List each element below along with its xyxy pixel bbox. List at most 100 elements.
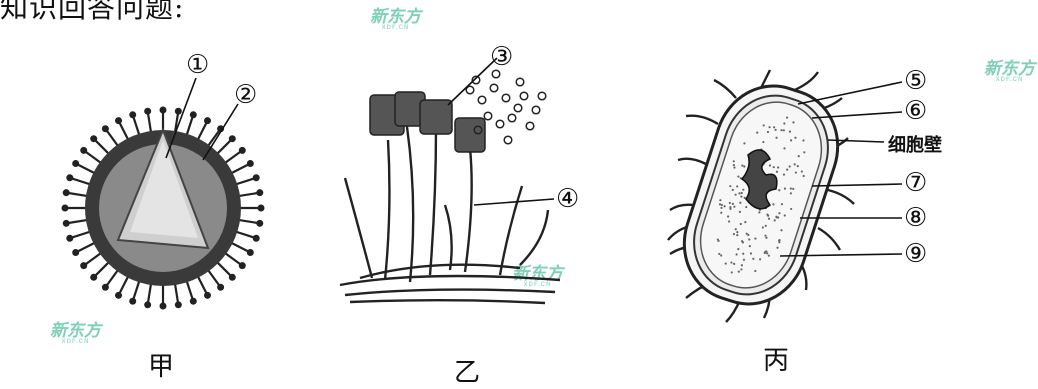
granule <box>748 238 750 240</box>
granule <box>763 124 765 126</box>
granule <box>725 262 727 264</box>
virus-spike-knob <box>144 301 151 308</box>
granule <box>740 195 742 197</box>
granule <box>778 239 780 241</box>
granule <box>729 208 731 210</box>
marker-8: ⑧ <box>904 205 927 231</box>
granule <box>720 212 722 214</box>
spore <box>516 78 524 86</box>
granule <box>784 188 786 190</box>
granule <box>739 211 741 213</box>
granule <box>764 235 766 237</box>
leader-line-5 <box>798 82 902 104</box>
granule <box>778 212 780 214</box>
granule <box>783 173 785 175</box>
granule <box>742 253 744 255</box>
virus-spike-knob <box>258 205 265 212</box>
granule <box>795 171 797 173</box>
virus-spike-knob <box>129 298 136 305</box>
virus-spike-knob <box>72 249 79 256</box>
granule <box>720 207 722 209</box>
virus-spike-knob <box>66 174 73 181</box>
marker-5: ⑤ <box>904 68 927 94</box>
flagellum <box>818 228 840 250</box>
granule <box>719 199 721 201</box>
granule <box>794 137 796 139</box>
granule <box>773 126 775 128</box>
granule <box>754 270 756 272</box>
granule <box>747 234 749 236</box>
virus-spike-knob <box>253 235 260 242</box>
virus-illustration <box>62 107 265 310</box>
virus-spike-knob <box>129 111 136 118</box>
virus-spike-knob <box>175 108 182 115</box>
virus-spike-knob <box>256 189 263 196</box>
granule <box>765 237 767 239</box>
granule <box>803 151 805 153</box>
virus-spike-knob <box>72 160 79 167</box>
spore <box>504 136 512 144</box>
spore <box>508 114 516 122</box>
hypha <box>350 300 545 303</box>
virus-spike-knob <box>160 303 167 310</box>
granule <box>759 258 761 260</box>
virus-spike-knob <box>229 135 236 142</box>
virus-spike-knob <box>102 284 109 291</box>
granule <box>731 271 733 273</box>
granule <box>740 223 742 225</box>
sporangiophore <box>465 148 472 272</box>
granule <box>733 160 735 162</box>
virus-spike-knob <box>102 125 109 132</box>
mold-illustration <box>340 120 560 303</box>
granule <box>790 192 792 194</box>
granule <box>728 220 730 222</box>
granule <box>754 237 756 239</box>
granule <box>783 129 785 131</box>
virus-spike-knob <box>253 174 260 181</box>
granule <box>764 251 766 253</box>
hypha <box>345 290 555 295</box>
granule <box>762 226 764 228</box>
virus-spike-knob <box>63 220 70 227</box>
granule <box>732 203 734 205</box>
granule <box>720 254 722 256</box>
granule <box>745 206 747 208</box>
granule <box>776 247 778 249</box>
spore <box>478 96 486 104</box>
flagellum <box>686 116 718 124</box>
granule <box>737 248 739 250</box>
virus-spike-knob <box>204 117 211 124</box>
virus-spike-knob <box>247 160 254 167</box>
granule <box>733 233 735 235</box>
marker-9: ⑨ <box>904 241 927 267</box>
spore <box>520 92 528 100</box>
hypha-branch <box>520 210 548 265</box>
virus-spike-knob <box>229 274 236 281</box>
granule <box>784 214 786 216</box>
bacterium-illustration <box>668 70 854 322</box>
granule <box>750 252 752 254</box>
granule <box>733 263 735 265</box>
granule <box>772 203 774 205</box>
virus-spike-knob <box>175 301 182 308</box>
granule <box>769 164 771 166</box>
leader-line-4 <box>474 199 554 205</box>
marker-3: ③ <box>490 44 513 70</box>
granule <box>768 218 770 220</box>
granule <box>718 253 720 255</box>
granule <box>792 188 794 190</box>
granule <box>792 121 794 123</box>
virus-spike-knob <box>62 205 69 212</box>
virus-spike-knob <box>90 274 97 281</box>
granule <box>766 252 768 254</box>
virus-spike-knob <box>80 147 87 154</box>
granule <box>729 185 731 187</box>
granule <box>762 141 764 143</box>
granule <box>786 169 788 171</box>
granule <box>775 216 777 218</box>
sporangiophore <box>385 140 389 280</box>
granule <box>778 241 780 243</box>
granule <box>786 116 788 118</box>
granule <box>730 261 732 263</box>
